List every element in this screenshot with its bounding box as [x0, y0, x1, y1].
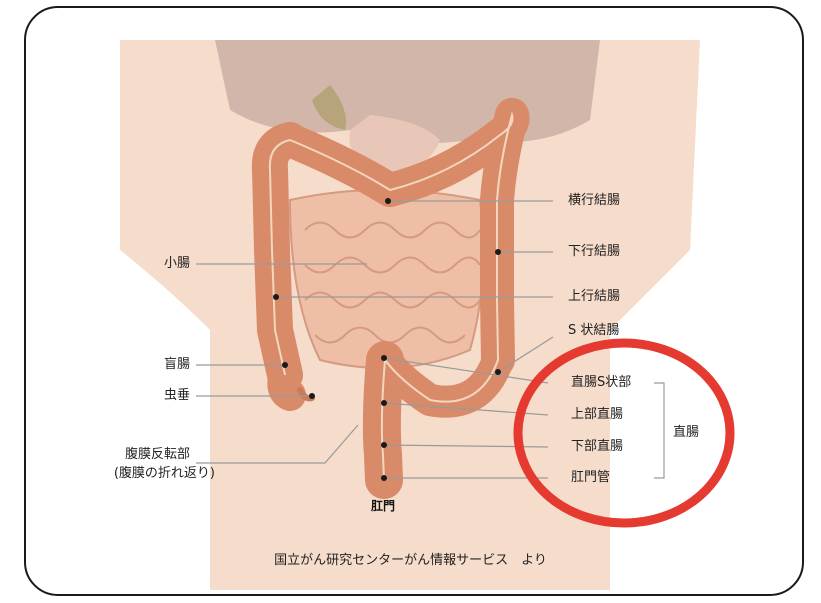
- label-rectosigmoid: 直腸S状部: [571, 375, 631, 391]
- label-appendix: 虫垂: [164, 388, 190, 404]
- source-caption: 国立がん研究センターがん情報サービス より: [0, 549, 821, 568]
- label-sigmoid-colon: S 状結腸: [568, 323, 619, 339]
- cecum-shape: [283, 375, 290, 395]
- label-ascending-colon: 上行結腸: [568, 289, 620, 305]
- label-lower-rectum: 下部直腸: [571, 439, 623, 455]
- label-anus: 肛門: [371, 497, 395, 514]
- label-transverse-colon: 横行結腸: [568, 193, 620, 209]
- label-peritoneal-reflection: 腹膜反転部: [125, 447, 190, 463]
- label-descending-colon: 下行結腸: [568, 244, 620, 260]
- label-upper-rectum: 上部直腸: [571, 407, 623, 423]
- label-anal-canal: 肛門管: [571, 470, 610, 486]
- label-peritoneal-reflection-note: (腹膜の折れ返り): [114, 466, 215, 482]
- label-small-intestine: 小腸: [164, 256, 190, 272]
- label-cecum: 盲腸: [164, 357, 190, 373]
- label-rectum: 直腸: [673, 425, 699, 441]
